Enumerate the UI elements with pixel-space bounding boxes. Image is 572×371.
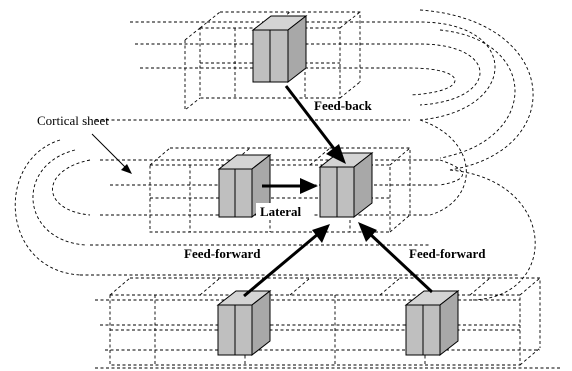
lateral-label: Lateral	[260, 204, 302, 219]
feedback-arrow	[284, 85, 346, 164]
lateral-arrow	[262, 178, 318, 194]
block-top	[251, 14, 308, 84]
lateral-label-bg	[256, 203, 312, 220]
feedback-label: Feed-back	[314, 98, 373, 113]
grid-bottom	[109, 277, 541, 366]
feedforward-right-label: Feed-forward	[409, 246, 486, 261]
feedforward-left-arrow	[243, 224, 330, 298]
cortical-sheet-bottom	[80, 274, 560, 369]
block-bottom-right	[404, 289, 460, 357]
cortical-sheet-pointer	[91, 133, 132, 174]
block-middle-center	[318, 151, 374, 219]
feedforward-left-label: Feed-forward	[184, 246, 261, 261]
feedforward-right-arrow	[358, 222, 434, 294]
cortical-sheet-label: Cortical sheet	[37, 113, 109, 128]
block-bottom-left	[216, 289, 272, 357]
cortical-sheet-top	[130, 9, 534, 171]
